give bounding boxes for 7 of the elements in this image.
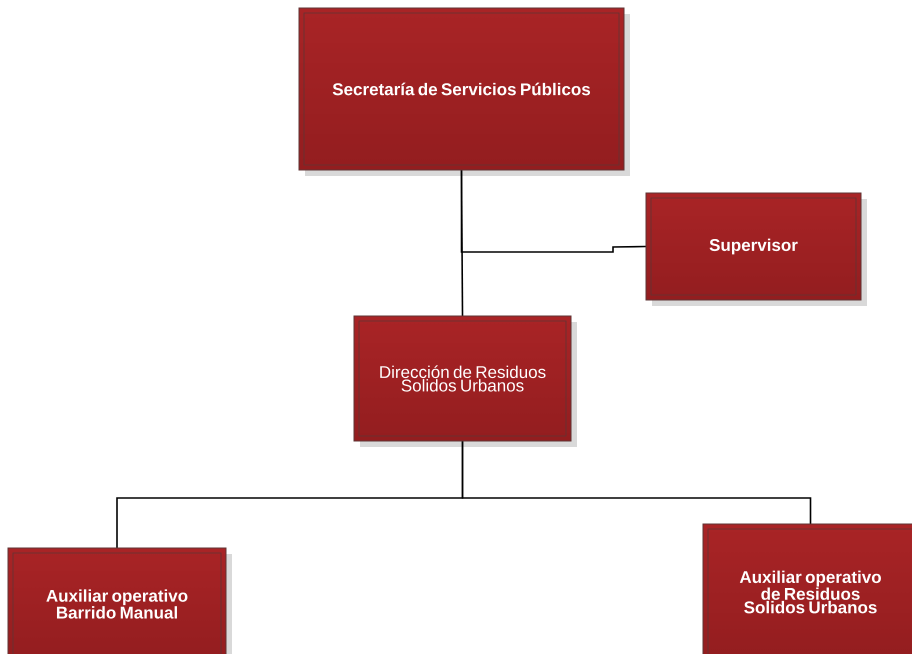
org-box: Supervisor: [646, 192, 867, 306]
org-box: Dirección de Residuos Solidos Urbanos: [354, 316, 577, 447]
org-box: Secretaría de Servicios Públicos: [298, 8, 630, 176]
connector-line: [462, 442, 812, 524]
org-box: Auxiliar operativo de Residuos Solidos Urbanos: [702, 524, 912, 654]
connector-line: [460, 170, 646, 253]
org-box: Auxiliar operativo Barrido Manual: [8, 548, 232, 654]
